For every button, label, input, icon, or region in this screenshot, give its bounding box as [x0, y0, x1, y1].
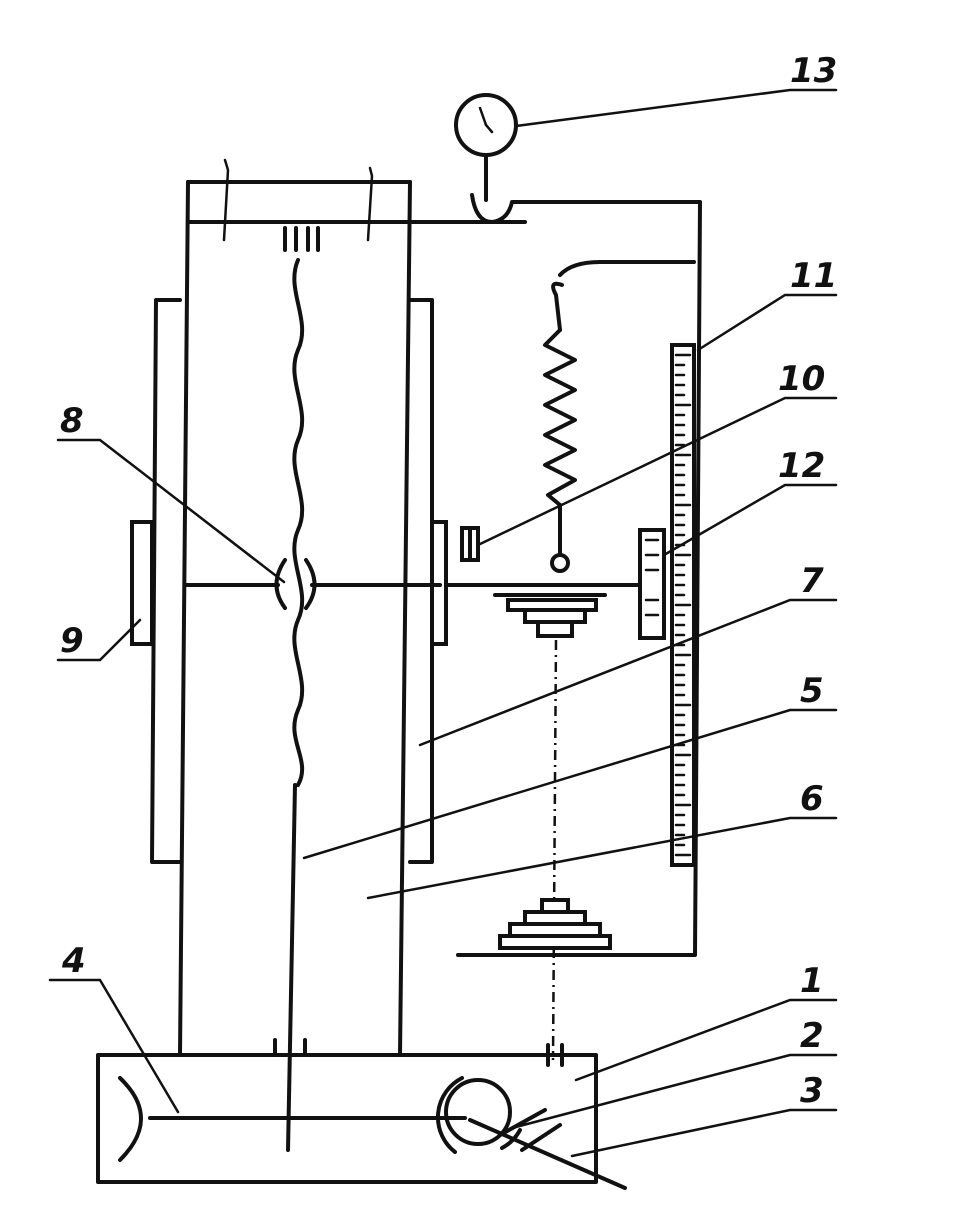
label-2: 2: [800, 1016, 824, 1056]
clamp-pad-left: [130, 520, 154, 646]
base-housing: [96, 1053, 598, 1184]
label-11: 11: [790, 256, 837, 296]
drive-wheel: [435, 1076, 522, 1154]
clamp-screw: [460, 526, 480, 562]
spring: [543, 281, 577, 573]
suspension-centerline: [546, 639, 564, 1067]
vertical-column: [178, 158, 527, 1057]
label-1: 1: [800, 961, 824, 1001]
label-5: 5: [800, 671, 824, 711]
carriage-left-sleeve: [150, 298, 182, 864]
leader-lines: [48, 88, 838, 1158]
label-8: 8: [60, 401, 84, 441]
upper-weight: [493, 593, 607, 638]
lead-screw: [286, 258, 305, 1152]
label-6: 6: [800, 779, 824, 819]
label-13: 13: [790, 51, 837, 91]
label-3: 3: [800, 1071, 824, 1111]
carriage-right-sleeve: [408, 298, 434, 864]
label-7: 7: [800, 561, 824, 601]
scale-pointer: [638, 528, 666, 640]
lower-weight: [498, 898, 612, 950]
dial-gauge-icon: [454, 93, 518, 202]
label-9: 9: [60, 621, 84, 661]
measuring-scale: [670, 343, 696, 867]
lever-handle: [468, 1108, 627, 1190]
label-10: 10: [778, 359, 825, 399]
label-4: 4: [61, 941, 86, 981]
label-12: 12: [778, 446, 825, 486]
top-support-frame: [456, 193, 702, 957]
horizontal-arm: [184, 558, 650, 610]
